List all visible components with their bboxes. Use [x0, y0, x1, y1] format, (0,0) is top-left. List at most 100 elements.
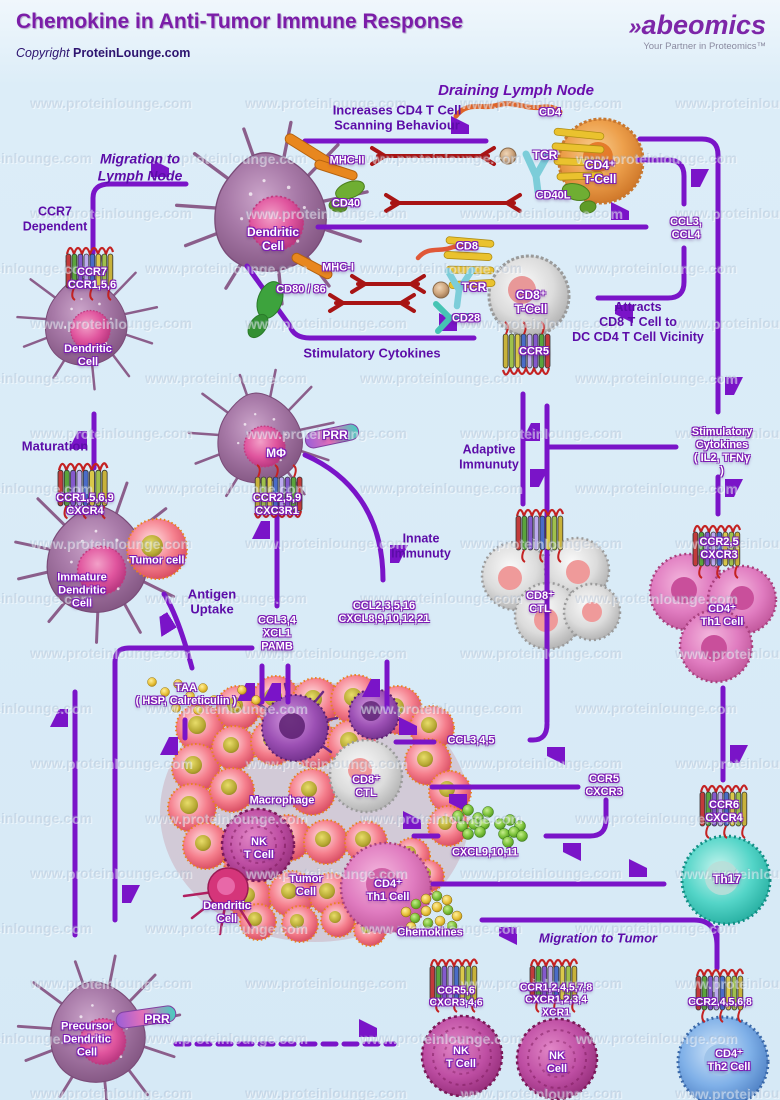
- dendritic-cell-tumor: [182, 867, 254, 936]
- stimulatory-cytokines-il2-label: Stimulatory Cytokines ( IL2, TFNγ ): [691, 426, 753, 477]
- ccl3-ccl4-label: CCL3, CCL4: [670, 216, 702, 241]
- tumor-cell-small: [126, 518, 188, 580]
- tcr-top-molecule: [522, 149, 553, 196]
- nk-t-cell-bottom: [420, 1014, 504, 1098]
- cd4-molecule: [453, 101, 563, 119]
- mhc-rod-stack-top: [551, 127, 605, 181]
- abeomics-logo: »abeomics Your Partner in Proteomics™: [628, 10, 766, 53]
- immature-dc-label: Immature Dendritic Cell: [57, 571, 107, 610]
- tumor-mass: [160, 674, 472, 947]
- copyright-prefix: Copyright: [16, 46, 70, 60]
- copyright-site: ProteinLounge.com: [72, 46, 191, 60]
- cd4-tcell-label: CD4⁺ T-Cell: [583, 157, 617, 186]
- mhc-ii-molecule: [284, 133, 358, 181]
- cd4-th1-cluster: [648, 552, 778, 684]
- abeomics-logo-mark: »: [628, 13, 642, 39]
- cd4-th2-cell: [676, 1015, 770, 1100]
- cd4-label: CD4: [538, 106, 562, 119]
- dendritic-tumor-label: Dendritic Cell: [203, 900, 251, 925]
- migration-lymph-label: Migration to Lymph Node: [97, 150, 183, 183]
- cd80-86-label: CD80 / 86: [276, 283, 326, 296]
- ccl345-label: CCL3,4,5: [447, 734, 495, 747]
- interaction-arrows: [328, 146, 522, 313]
- ccr7-dependent-label: CCR7 Dependent: [22, 204, 88, 233]
- cd4-th2-label: CD4⁺ Th2 Cell: [707, 1048, 751, 1073]
- abeomics-logo-text: abeomics: [641, 10, 766, 40]
- cd40-label: CD40: [331, 197, 361, 210]
- ccl34-xcl1-pamb-label: CCL3,4 XCL1 PAMB: [258, 614, 296, 653]
- increases-scanning-label: Increases CD4 T Cell Scanning Behaviour: [332, 102, 462, 133]
- cd8-ctl-tumor-label: CD8⁺ CTL: [352, 774, 380, 799]
- cd80-86-molecule: [247, 281, 284, 339]
- dendritic-center-label: Dendritic Cell: [246, 224, 300, 253]
- cd4-th1-tumor-label: CD4⁺ Th1 Cell: [366, 878, 410, 903]
- ccr6-cxcr4-label: CCR6 CXCR4: [705, 799, 743, 824]
- attracts-label: Attracts CD8 T Cell to DC CD4 T Cell Vic…: [572, 299, 704, 344]
- taa-label: TAA ( HSP, Calreticulin ): [135, 682, 237, 707]
- ccr1569-label: CCR1,5,6,9 CXCR4: [56, 492, 114, 517]
- mhc1-label: MHC-I: [322, 261, 354, 274]
- taa-antigen-dots: [147, 677, 261, 715]
- prr-bottom-label: PRR: [144, 1011, 170, 1026]
- mhc-i-molecule: [291, 252, 333, 280]
- cd8-label: CD8: [455, 240, 479, 253]
- nk-t-cell-label: NK T Cell: [446, 1045, 476, 1070]
- tcr-top-label: TCR: [532, 147, 558, 162]
- cd28-label: CD28: [451, 312, 481, 325]
- ccr7-ccr156-label: CCR7 CCR1,5,6: [67, 266, 117, 291]
- cd40l-label: CD40L: [535, 189, 571, 202]
- dendritic-left-label: Dendritic Cell: [64, 343, 112, 368]
- cd40l-molecule: [561, 182, 597, 214]
- draining-lymph-node-label: Draining Lymph Node: [438, 82, 594, 100]
- nk-cell-label: NK Cell: [546, 1050, 568, 1075]
- antigen-uptake-label: Antigen Uptake: [187, 586, 237, 617]
- logo-tagline: Your Partner in Proteomics™: [643, 41, 766, 52]
- mhc2-label: MHC-II: [329, 154, 365, 167]
- migration-tumor-label: Migration to Tumor: [538, 930, 658, 946]
- cxcl91011-label: CXCL9,10,11: [451, 846, 519, 859]
- maturation-label: Maturation: [21, 438, 89, 454]
- ccl23516-label: CCL2,3,5,16 CXCL8,9,10,12,21: [338, 600, 430, 625]
- prr-capsule-bottom: [115, 1005, 177, 1029]
- tcr-bottom-label: TCR: [461, 279, 487, 294]
- nkt-receptors-label: CCR5,6 CXCR3,4,6: [429, 984, 483, 1009]
- prr-top-label: PRR: [322, 427, 348, 442]
- cd4-th1-label: CD4⁺ Th1 Cell: [700, 603, 744, 628]
- cd8-molecule: [415, 244, 479, 261]
- ccr259-label: CCR2,5,9 CXC3R1: [252, 492, 302, 517]
- cd40-molecule: [328, 180, 365, 213]
- tcr-bottom-molecule: [444, 266, 476, 310]
- innate-immunity-label: Innate Immunuty: [391, 531, 451, 560]
- th17-label: Th17: [712, 871, 742, 886]
- ccr5-cxcr3-label: CCR5 CXCR3: [585, 773, 623, 798]
- cxcl-molecule-dots: [452, 804, 528, 848]
- nk-t-cell-tumor: [220, 807, 296, 883]
- nk-receptors-label: CCR1,2,4,5,7,8 CXCR1,2,3,4 XCR1: [519, 981, 593, 1019]
- flow-arrows: [75, 139, 723, 1047]
- macrophage-cell: [253, 682, 339, 762]
- cd8-ctl-cluster-label: CD8⁺ CTL: [526, 590, 554, 615]
- cd8-ctl-tumor-cell: [328, 738, 404, 814]
- nk-cell-bottom: [515, 1017, 599, 1100]
- tumor-cell-small-label: Tumor cell: [129, 554, 185, 567]
- copyright-line: Copyright ProteinLounge.com: [16, 46, 190, 60]
- chemokines-label: Chemokines: [397, 926, 463, 939]
- cd28-molecule: [433, 301, 471, 334]
- peptide-bead-bottom: [432, 281, 450, 299]
- ccr5-label: CCR5: [519, 345, 549, 358]
- th17-cell: [680, 834, 772, 926]
- prr-capsule-top: [304, 423, 360, 449]
- macrophage-label: Macrophage: [249, 794, 315, 807]
- chemokine-dots: [400, 890, 463, 933]
- adaptive-immunity-label: Adaptive Immunuty: [459, 442, 519, 471]
- th2-receptors-label: CCR2,4,5,6,8: [688, 995, 752, 1008]
- page-title: Chemokine in Anti-Tumor Immune Response: [16, 10, 463, 33]
- peptide-bead-top: [499, 147, 517, 165]
- precursor-dc-label: Precursor Dendritic Cell: [61, 1020, 113, 1059]
- nk-tcell-tumor-label: NK T Cell: [244, 836, 274, 861]
- cd8-tcell-label: CD8⁺ T-Cell: [514, 287, 548, 316]
- ccr25-cxcr3-label: CCR2,5 CXCR3: [699, 536, 739, 561]
